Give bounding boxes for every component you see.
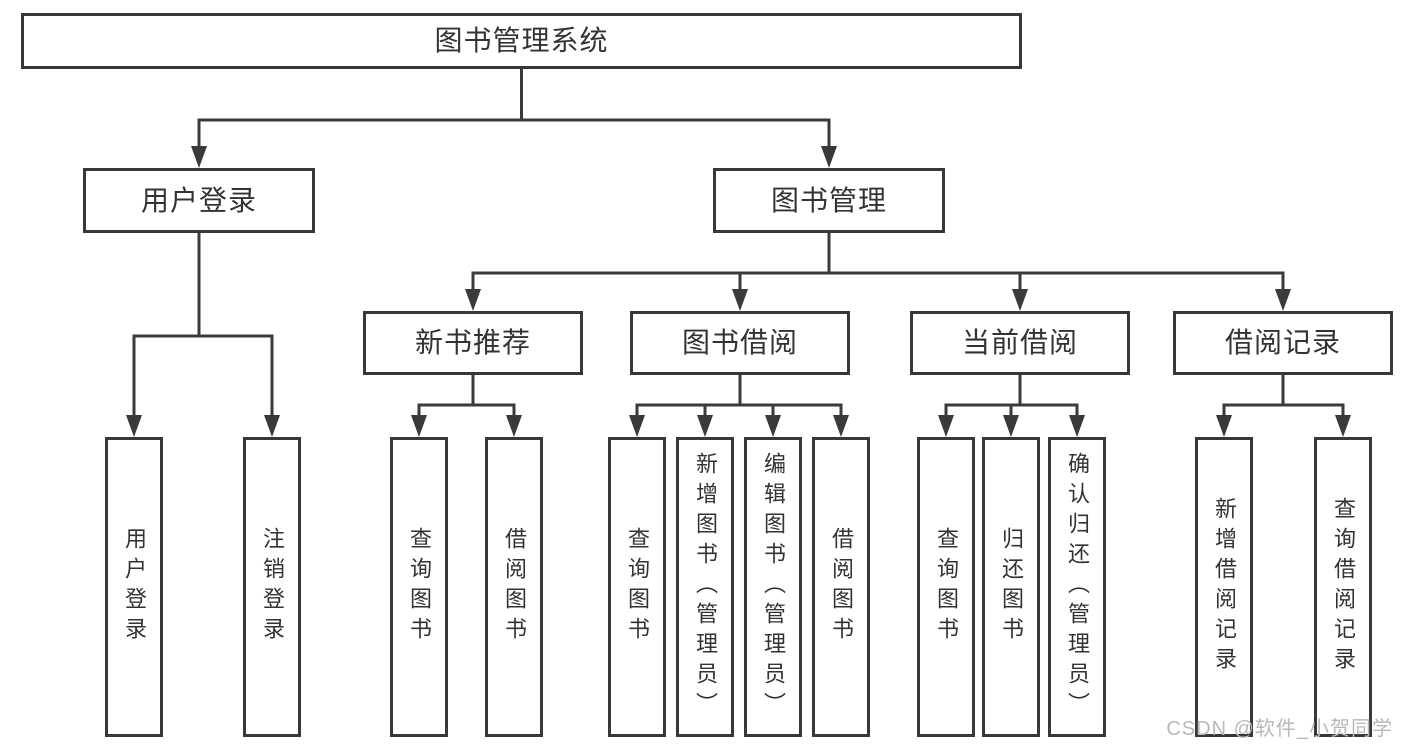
node-user-login: 用户登录 bbox=[83, 168, 315, 233]
node-label: 查询图书 bbox=[407, 527, 432, 647]
node-label: 借阅图书 bbox=[502, 527, 527, 647]
node-label: 当前借阅 bbox=[961, 327, 1078, 358]
leaf-nbr-query-books: 查询图书 bbox=[390, 437, 448, 737]
leaf-cb-query-books: 查询图书 bbox=[917, 437, 975, 737]
node-label: 查询图书 bbox=[625, 527, 650, 647]
node-label: 借阅图书 bbox=[829, 527, 854, 647]
leaf-bb-edit-book-admin: 编辑图书（管理员） bbox=[744, 437, 802, 737]
node-label: 图书管理系统 bbox=[434, 25, 609, 56]
node-label: 图书管理 bbox=[770, 184, 887, 216]
node-label: 查询图书 bbox=[934, 527, 959, 647]
leaf-br-query-borrow-record: 查询借阅记录 bbox=[1314, 437, 1372, 737]
leaf-user-login: 用户登录 bbox=[105, 437, 163, 737]
leaf-logout: 注销登录 bbox=[243, 437, 301, 737]
node-current-borrow: 当前借阅 bbox=[910, 311, 1130, 375]
node-borrow-records: 借阅记录 bbox=[1173, 311, 1393, 375]
node-label: 编辑图书（管理员） bbox=[761, 452, 786, 722]
node-label: 用户登录 bbox=[140, 184, 257, 216]
leaf-bb-borrow-books: 借阅图书 bbox=[812, 437, 870, 737]
node-system-root: 图书管理系统 bbox=[21, 13, 1022, 69]
leaf-bb-add-book-admin: 新增图书（管理员） bbox=[676, 437, 734, 737]
node-label: 查询借阅记录 bbox=[1331, 497, 1356, 677]
node-book-borrow: 图书借阅 bbox=[630, 311, 850, 375]
node-label: 确认归还（管理员） bbox=[1065, 452, 1090, 722]
node-label: 归还图书 bbox=[999, 527, 1024, 647]
node-label: 用户登录 bbox=[122, 527, 147, 647]
leaf-cb-confirm-return-admin: 确认归还（管理员） bbox=[1048, 437, 1106, 737]
node-label: 注销登录 bbox=[260, 527, 285, 647]
leaf-bb-query-books: 查询图书 bbox=[608, 437, 666, 737]
node-label: 新书推荐 bbox=[414, 327, 531, 358]
leaf-cb-return-books: 归还图书 bbox=[982, 437, 1040, 737]
node-book-management: 图书管理 bbox=[713, 168, 945, 233]
node-label: 新增图书（管理员） bbox=[693, 452, 718, 722]
node-label: 借阅记录 bbox=[1224, 327, 1341, 358]
node-label: 图书借阅 bbox=[681, 327, 798, 358]
csdn-watermark: CSDN @软件_小贺同学 bbox=[1166, 718, 1393, 740]
leaf-nbr-borrow-books: 借阅图书 bbox=[485, 437, 543, 737]
node-new-book-recommend: 新书推荐 bbox=[363, 311, 583, 375]
node-label: 新增借阅记录 bbox=[1212, 497, 1237, 677]
leaf-br-add-borrow-record: 新增借阅记录 bbox=[1195, 437, 1253, 737]
